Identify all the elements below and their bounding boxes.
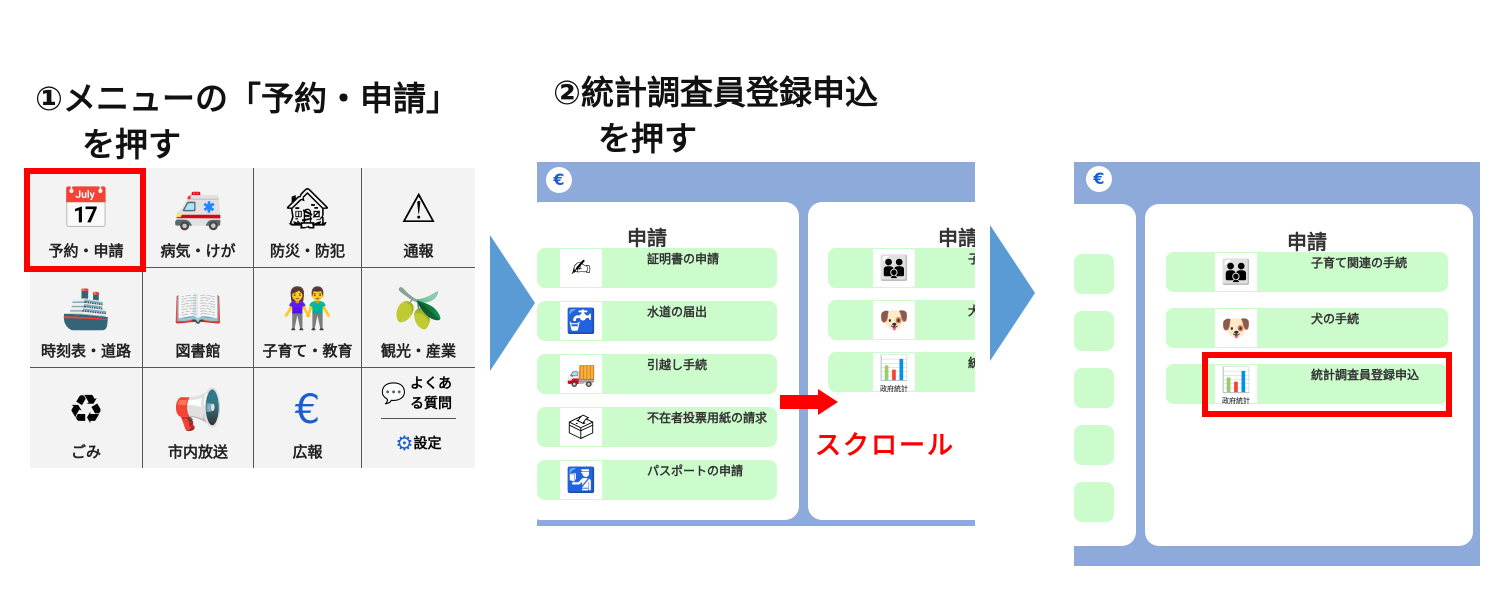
application-item[interactable] [1074,254,1114,294]
menu-tourism[interactable]: 🫒観光・産業 [362,268,475,368]
city-logo-icon: € [546,167,572,193]
city-logo-icon: € [294,387,321,433]
application-screen-scrolled: € 申請 👪 子育て関連の手続 🐶 犬の手続 📊政府統計 統計調査員登録申込 [1074,162,1480,566]
book-icon: 📖 [173,286,223,332]
application-item-label: 統計調査員登録申込 [1311,368,1420,382]
calendar-icon: 📅 [61,186,111,232]
stat-caption: 政府統計 [1222,397,1250,405]
faucet-icon: 🚰 [560,302,602,340]
menu-faq[interactable]: 💬よくある質問 [381,368,456,419]
application-panel: 申請 ✍ 証明書の申請 🚰 水道の届出 🚚 引越し手続 🗳 不在者投票用紙の請求 🛂 パスポートの… [537,202,799,520]
application-item-label: 統 [968,356,975,370]
olive-oil-icon: 🫒 [393,286,444,332]
application-item[interactable]: 👪子 [828,248,975,288]
main-menu-grid: 📅予約・申請 🚑病気・けが 🏚防災・防犯 ⚠通報 🚢時刻表・道路 📖図書館 👫子… [30,168,475,468]
recycle-bin-icon: ♻ [68,387,104,433]
menu-timetable[interactable]: 🚢時刻表・道路 [30,268,143,368]
application-item-label: 水道の届出 [647,305,708,319]
application-screen: € 申請 ✍ 証明書の申請 🚰 水道の届出 🚚 引越し手続 🗳 不在者投票用紙の請求 🛂 パスポー… [537,162,975,526]
family-icon: 👪 [1215,253,1257,291]
family-icon: 👪 [873,249,915,287]
step1-subtitle: を押す [82,125,181,164]
menu-disaster[interactable]: 🏚防災・防犯 [254,168,362,268]
application-item-label: 子育て関連の手続 [1311,256,1408,270]
scroll-arrow-head [818,389,838,415]
panel-title: 申請 [938,226,975,250]
panel-title: 申請 [1287,230,1327,254]
menu-childcare[interactable]: 👫子育て・教育 [254,268,362,368]
application-item[interactable]: 📊政府統計 統 [828,352,975,393]
truck-icon: 🚚 [560,355,602,393]
application-item[interactable] [1074,425,1114,465]
faq-icon: 💬 [381,380,406,405]
certificate-icon: ✍ [560,249,602,287]
megaphone-icon: 📢 [173,387,223,433]
application-item-label: 犬の手続 [1311,312,1360,326]
application-item-label: 不在者投票用紙の請求 [647,411,768,425]
application-item-label: 引越し手続 [647,358,708,372]
step2-title: ②統計調査員登録申込 [553,73,878,112]
application-item[interactable] [1074,311,1114,351]
step1-title: ①メニューの「予約・申請」 [35,79,459,118]
menu-settings[interactable]: ⚙設定 [395,431,442,456]
menu-illness[interactable]: 🚑病気・けが [143,168,254,268]
application-item[interactable]: ✍ 証明書の申請 [537,248,777,288]
previous-panel [1074,204,1136,546]
passport-icon: 🛂 [560,461,602,499]
ship-icon: 🚢 [61,286,111,332]
next-arrow [490,235,535,371]
next-arrow [990,225,1035,361]
application-item[interactable] [1074,368,1114,408]
application-panel-scrolled: 申請 👪子🐶犬📊政府統計統 [808,202,975,520]
dog-icon: 🐶 [1215,309,1257,347]
menu-library[interactable]: 📖図書館 [143,268,254,368]
panel-title: 申請 [627,226,667,250]
highlight-reservation [24,168,146,272]
application-item[interactable]: 🛂 パスポートの申請 [537,460,777,500]
application-item-label: 子 [968,252,975,266]
statistics-icon: 📊政府統計 [1215,365,1257,405]
application-item[interactable]: 📊政府統計 統計調査員登録申込 [1166,364,1448,405]
children-icon: 👫 [282,286,333,332]
application-item[interactable]: 🐶 犬の手続 [1166,308,1448,348]
ballot-box-icon: 🗳 [560,408,602,446]
city-logo-icon: € [1086,166,1112,192]
ambulance-icon: 🚑 [173,186,223,232]
application-item-label: 証明書の申請 [647,252,720,266]
menu-report[interactable]: ⚠通報 [362,168,475,268]
application-item-label: パスポートの申請 [647,464,744,478]
statistics-icon: 📊政府統計 [873,353,915,393]
menu-garbage[interactable]: ♻ごみ [30,368,143,468]
application-item[interactable] [1074,482,1114,522]
application-item[interactable]: 🗳 不在者投票用紙の請求 [537,407,777,447]
highlight-survey-registration [1202,352,1452,417]
step2-subtitle: を押す [598,119,697,158]
menu-pr[interactable]: €広報 [254,368,362,468]
application-item-label: 犬 [968,304,975,318]
menu-broadcast[interactable]: 📢市内放送 [143,368,254,468]
disaster-icon: 🏚 [282,186,333,232]
application-panel: 申請 👪 子育て関連の手続 🐶 犬の手続 📊政府統計 統計調査員登録申込 [1145,204,1473,546]
scroll-label: スクロール [815,431,956,461]
application-item[interactable]: 🚰 水道の届出 [537,301,777,341]
cone-icon: ⚠ [400,186,437,232]
dog-icon: 🐶 [873,301,915,339]
gear-icon: ⚙ [395,431,414,456]
scroll-arrow [780,395,820,409]
application-item[interactable]: 🐶犬 [828,300,975,340]
menu-reservation[interactable]: 📅予約・申請 [30,168,143,268]
stat-caption: 政府統計 [880,385,908,393]
application-item[interactable]: 👪 子育て関連の手続 [1166,252,1448,292]
application-item[interactable]: 🚚 引越し手続 [537,354,777,394]
